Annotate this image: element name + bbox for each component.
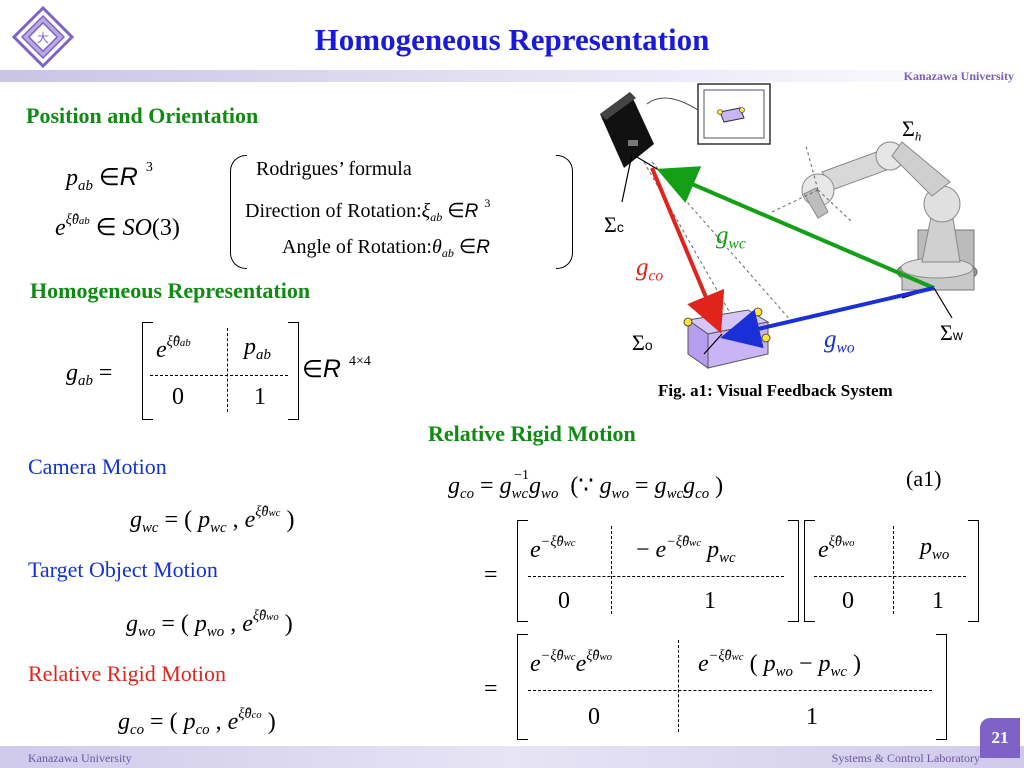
label-sigma-c-symbol: Σ — [604, 212, 617, 237]
m3-hline — [528, 690, 932, 691]
label-g-co: gco — [636, 254, 663, 285]
label-sigma-h-symbol: Σ — [902, 116, 915, 141]
matrix-zero: 0 — [172, 384, 184, 410]
footer-lab: Systems & Control Laboratory — [831, 751, 980, 765]
heading-homogeneous: Homogeneous Representation — [30, 278, 311, 303]
eq-g-wo: gwo = ( pwo , eξ̂θwo ) — [126, 608, 293, 640]
page-number: 21 — [980, 718, 1020, 758]
rodrigues-title: Rodrigues’ formula — [256, 158, 412, 180]
rodrigues-direction-label: Direction of Rotation: — [245, 200, 422, 222]
rodrigues-angle: Angle of Rotation:θab ∈R — [282, 236, 490, 261]
label-g-co-symbol: g — [636, 254, 649, 281]
label-g-wc-symbol: g — [716, 222, 729, 249]
heading-relative-motion-left: Relative Rigid Motion — [28, 661, 226, 686]
m3-one: 1 — [806, 704, 818, 730]
label-g-wc: gwc — [716, 222, 746, 253]
label-g-co-sub: co — [648, 267, 664, 285]
m2-pos: pwo — [920, 534, 950, 564]
vector-g-wo — [720, 286, 935, 349]
m2-rot: eξ̂θwo — [818, 534, 855, 563]
m3-pos: e−ξ̂θwc ( pwo − pwc ) — [698, 648, 862, 680]
m2-vline — [893, 526, 894, 614]
m1-bracket-right — [788, 520, 799, 622]
eq-g-wc: gwc = ( pwc , eξ̂θwc ) — [130, 504, 295, 536]
eq-g-co: gco = ( pco , eξ̂θco ) — [118, 706, 276, 738]
eq-g-co-product: gco = gwc−1gwo (∵ gwo = gwcgco ) — [448, 468, 724, 503]
label-sigma-o-symbol: Σ — [632, 330, 645, 355]
m2-bracket-right — [968, 520, 979, 622]
m3-vline — [678, 640, 679, 732]
matrix-hline — [150, 375, 288, 376]
matrix-bracket-left — [142, 322, 153, 420]
label-sigma-w: Σw — [940, 320, 963, 346]
matrix-vline — [227, 328, 228, 412]
m2-zero: 0 — [842, 588, 854, 614]
heading-position-orientation: Position and Orientation — [26, 103, 259, 128]
label-sigma-h-sub: h — [914, 128, 922, 144]
eq-exp-so3: eξ̂θab ∈ SO(3) — [55, 212, 180, 241]
heading-relative-motion-right: Relative Rigid Motion — [428, 421, 636, 446]
eq-g-ab-lhs: gab = — [66, 360, 113, 390]
vector-g-co — [650, 167, 725, 334]
m1-hline — [528, 576, 784, 577]
header-university: Kanazawa University — [903, 69, 1014, 83]
slide-title: Homogeneous Representation — [314, 22, 710, 57]
heading-camera-motion: Camera Motion — [28, 454, 167, 479]
m3-bracket-right — [936, 634, 947, 740]
label-g-wo: gwo — [824, 326, 855, 357]
figure-caption: Fig. a1: Visual Feedback System — [658, 381, 893, 400]
m1-pos: − e−ξ̂θwc pwc — [636, 534, 736, 566]
heading-target-motion: Target Object Motion — [28, 557, 218, 582]
eq-equals-1: = — [484, 562, 498, 588]
eq-equals-2: = — [484, 676, 498, 702]
m1-rot: e−ξ̂θwc — [530, 534, 576, 563]
footer-university: Kanazawa University — [28, 751, 132, 765]
header-band — [0, 70, 1024, 82]
m1-zero: 0 — [558, 588, 570, 614]
m1-one: 1 — [704, 588, 716, 614]
m3-zero: 0 — [588, 704, 600, 730]
equation-tag: (a1) — [906, 466, 942, 491]
label-sigma-c: Σc — [604, 212, 624, 238]
svg-text:大: 大 — [37, 31, 49, 45]
m2-hline — [814, 576, 966, 577]
paren-right — [556, 155, 573, 269]
m1-bracket-left — [517, 520, 528, 622]
label-g-wo-symbol: g — [824, 326, 837, 353]
rodrigues-angle-label: Angle of Rotation: — [282, 236, 432, 258]
visual-feedback-figure — [592, 82, 1012, 382]
label-sigma-o-sub: o — [644, 337, 653, 353]
label-sigma-o: Σo — [632, 330, 653, 356]
vector-g-wc — [656, 166, 935, 290]
label-sigma-c-sub: c — [616, 219, 624, 235]
label-g-wo-sub: wo — [836, 339, 855, 357]
matrix-rot: eξ̂θab — [156, 334, 191, 363]
label-g-wc-sub: wc — [728, 235, 746, 253]
m1-vline — [611, 526, 612, 614]
label-sigma-w-sub: w — [952, 327, 963, 343]
matrix-pos: pab — [244, 334, 271, 364]
matrix-bracket-right — [288, 322, 299, 420]
label-sigma-w-symbol: Σ — [940, 320, 953, 345]
m2-bracket-left — [804, 520, 815, 622]
matrix-one: 1 — [254, 384, 266, 410]
m3-bracket-left — [517, 634, 528, 740]
m2-one: 1 — [932, 588, 944, 614]
university-logo: 大 — [11, 5, 75, 69]
label-sigma-h: Σh — [902, 116, 921, 145]
m3-rot: e−ξ̂θwceξ̂θwo — [530, 648, 613, 677]
footer-band — [0, 746, 1024, 768]
